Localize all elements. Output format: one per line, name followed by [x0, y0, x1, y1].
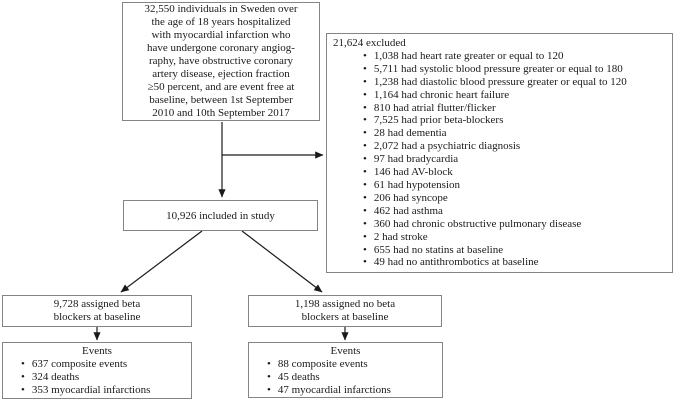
- bullet-item: 1,238 had diastolic blood pressure great…: [363, 76, 666, 89]
- bullet-item: 47 myocardial infarctions: [267, 384, 438, 397]
- bullet-item: 28 had dementia: [363, 127, 666, 140]
- population-box: 32,550 individuals in Sweden over the ag…: [122, 2, 320, 121]
- bullet-item: 206 had syncope: [363, 192, 666, 205]
- beta-arm-text: 9,728 assigned beta blockers at baseline: [53, 298, 141, 323]
- bullet-item: 810 had atrial flutter/flicker: [363, 102, 666, 115]
- bullet-item: 5,711 had systolic blood pressure greate…: [363, 63, 666, 76]
- excluded-list: 1,038 had heart rate greater or equal to…: [333, 50, 666, 269]
- excluded-title: 21,624 excluded: [333, 37, 406, 49]
- bullet-item: 49 had no antithrombotics at baseline: [363, 256, 666, 269]
- bullet-item: 1,164 had chronic heart failure: [363, 89, 666, 102]
- bullet-item: 637 composite events: [21, 358, 187, 371]
- bullet-item: 2,072 had a psychiatric diagnosis: [363, 140, 666, 153]
- bullet-item: 7,525 had prior beta-blockers: [363, 114, 666, 127]
- bullet-item: 360 had chronic obstructive pulmonary di…: [363, 218, 666, 231]
- no-beta-arm-box: 1,198 assigned no beta blockers at basel…: [248, 295, 442, 327]
- bullet-item: 353 myocardial infarctions: [21, 384, 187, 397]
- no-beta-events-box: Events 88 composite events45 deaths47 my…: [248, 342, 443, 398]
- bullet-item: 1,038 had heart rate greater or equal to…: [363, 50, 666, 63]
- bullet-item: 462 had asthma: [363, 205, 666, 218]
- excluded-box: 21,624 excluded 1,038 had heart rate gre…: [326, 33, 673, 273]
- no-beta-arm-text: 1,198 assigned no beta blockers at basel…: [294, 298, 396, 323]
- bullet-item: 324 deaths: [21, 371, 187, 384]
- beta-events-list: 637 composite events324 deaths353 myocar…: [7, 358, 187, 397]
- bullet-item: 146 had AV-block: [363, 166, 666, 179]
- no-beta-events-title: Events: [330, 345, 361, 357]
- bullet-item: 88 composite events: [267, 358, 438, 371]
- included-box: 10,926 included in study: [123, 200, 318, 231]
- no-beta-events-list: 88 composite events45 deaths47 myocardia…: [253, 358, 438, 397]
- beta-arm-box: 9,728 assigned beta blockers at baseline: [2, 295, 192, 327]
- beta-events-title: Events: [82, 345, 112, 357]
- included-text: 10,926 included in study: [166, 209, 275, 222]
- arrow-included-to-no-beta: [241, 230, 323, 293]
- bullet-item: 655 had no statins at baseline: [363, 244, 666, 257]
- population-text: 32,550 individuals in Sweden over the ag…: [144, 3, 298, 119]
- arrow-included-to-beta: [120, 230, 203, 293]
- beta-events-box: Events 637 composite events324 deaths353…: [2, 342, 192, 399]
- bullet-item: 2 had stroke: [363, 231, 666, 244]
- bullet-item: 97 had bradycardia: [363, 153, 666, 166]
- bullet-item: 45 deaths: [267, 371, 438, 384]
- bullet-item: 61 had hypotension: [363, 179, 666, 192]
